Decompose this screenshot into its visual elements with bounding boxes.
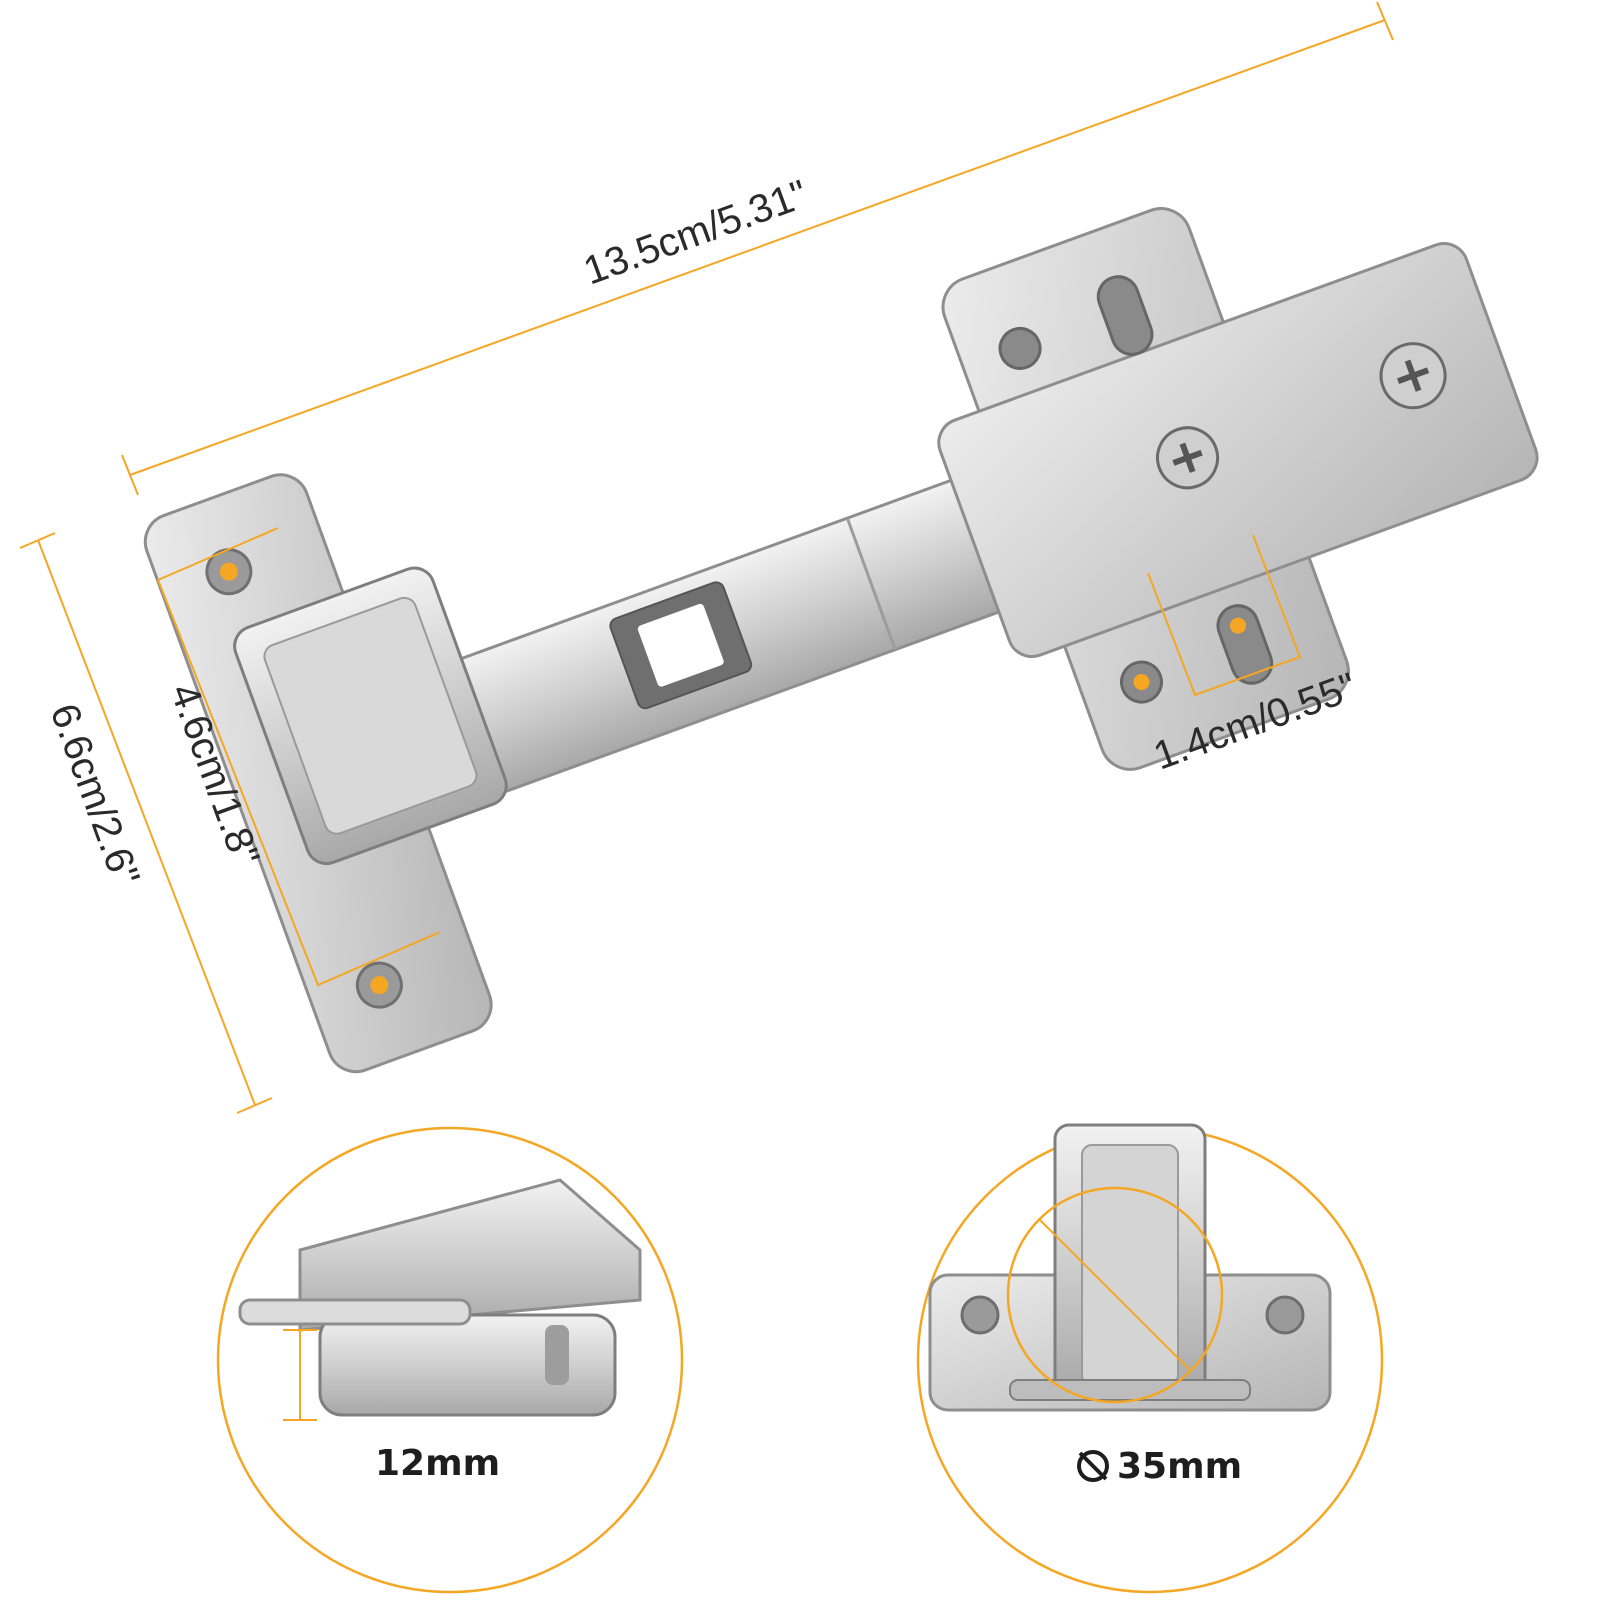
hole-spacing-dimension-line	[156, 527, 441, 987]
slot-spacing-dimension-line	[1147, 534, 1302, 697]
hinge-cup-front-view-icon	[928, 1123, 1332, 1412]
length-label: 13.5cm/5.31"	[578, 172, 813, 293]
height-label: 6.6cm/2.6"	[42, 698, 148, 891]
hinge-cup-side-view-icon	[238, 1178, 642, 1417]
hinge-cup-block	[233, 566, 508, 866]
cup-depth-label: 12mm	[375, 1443, 500, 1484]
cup-depth-detail: 12mm	[216, 1126, 684, 1594]
cabinet-mounting-plate	[937, 207, 1539, 771]
length-dimension-line	[121, 1, 1394, 496]
cup-diameter-label: 35mm	[1117, 1446, 1242, 1487]
screw-icon	[1379, 342, 1447, 410]
screw-icon	[1156, 426, 1220, 490]
diameter-icon	[1077, 1450, 1109, 1482]
height-dimension-line	[19, 532, 273, 1114]
cabinet-hinge-icon	[143, 207, 1539, 1074]
cup-diameter-detail: 35mm	[916, 1123, 1384, 1594]
